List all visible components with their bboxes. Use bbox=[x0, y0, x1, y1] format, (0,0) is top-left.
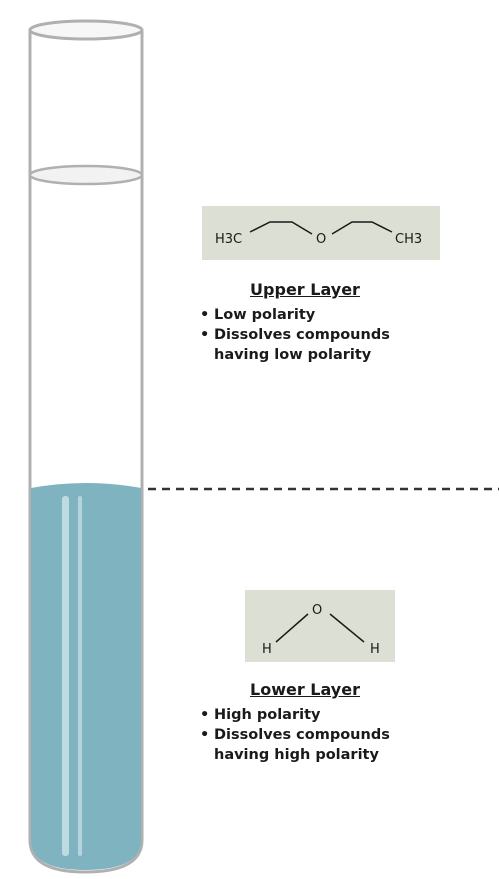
ether-bond bbox=[331, 221, 393, 235]
upper-layer-meniscus bbox=[28, 164, 144, 186]
water-bond bbox=[275, 613, 309, 643]
upper-layer-bullets: Low polarity Dissolves compounds having … bbox=[200, 305, 430, 365]
ether-formula-box bbox=[202, 206, 440, 260]
upper-layer-panel: Upper Layer Low polarity Dissolves compo… bbox=[200, 280, 430, 365]
water-bond bbox=[329, 613, 365, 643]
lower-layer-panel: Lower Layer High polarity Dissolves comp… bbox=[200, 680, 430, 765]
test-tube bbox=[28, 19, 144, 874]
water-right-atom: H bbox=[370, 642, 380, 657]
upper-layer-title: Upper Layer bbox=[250, 280, 360, 299]
lower-layer-liquid bbox=[31, 483, 141, 870]
liquid-highlight bbox=[78, 496, 82, 856]
water-center-atom: O bbox=[312, 603, 322, 618]
lower-layer-bullets: High polarity Dissolves compounds having… bbox=[200, 705, 430, 765]
tube-rim bbox=[28, 19, 144, 41]
water-molecule: O H H bbox=[245, 590, 395, 662]
bullet-item: Dissolves compounds having high polarity bbox=[200, 725, 430, 765]
ether-right-group: CH3 bbox=[395, 232, 422, 247]
ether-left-group: H3C bbox=[215, 232, 242, 247]
bullet-item: High polarity bbox=[200, 705, 430, 725]
ether-molecule: H3C O CH3 bbox=[202, 206, 440, 260]
bullet-item: Dissolves compounds having low polarity bbox=[200, 325, 430, 365]
lower-layer-title: Lower Layer bbox=[250, 680, 360, 699]
water-left-atom: H bbox=[262, 642, 272, 657]
water-formula-box bbox=[245, 590, 395, 662]
ether-bond bbox=[249, 221, 313, 235]
tube-wall bbox=[28, 30, 144, 874]
ether-center-atom: O bbox=[316, 232, 326, 247]
liquid-highlight bbox=[62, 496, 69, 856]
bullet-item: Low polarity bbox=[200, 305, 430, 325]
